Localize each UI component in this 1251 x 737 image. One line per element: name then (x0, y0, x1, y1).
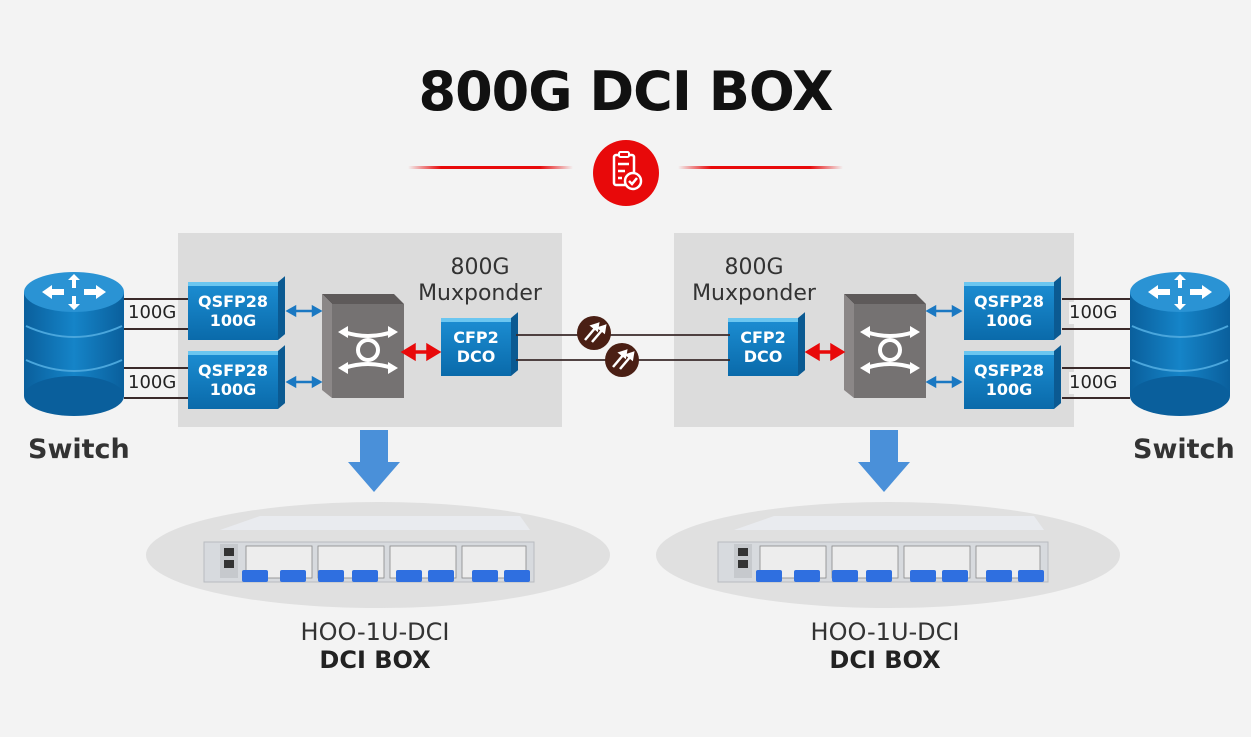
link-wire (124, 328, 188, 330)
right-dci-box-image (717, 516, 1049, 583)
link-wire (1062, 298, 1130, 300)
link-wire (1062, 328, 1130, 330)
right-device-name: DCI BOX (829, 646, 941, 674)
right-muxponder-label: 800G Muxponder (674, 255, 834, 307)
right-switch-icon (1130, 272, 1230, 416)
link-wire (124, 367, 188, 369)
left-device-model: HOO-1U-DCI (300, 618, 450, 646)
module-type: QSFP28 (973, 361, 1045, 380)
amplifier-icon (577, 316, 611, 350)
title-divider-left (408, 166, 573, 169)
module-kind: DCO (743, 347, 783, 366)
module-type: CFP2 (740, 328, 786, 347)
amplifier-icon (605, 343, 639, 377)
link-speed-label: 100G (1069, 372, 1118, 394)
link-speed-label: 100G (128, 302, 177, 324)
module-type: QSFP28 (197, 292, 269, 311)
page-title: 800G DCI BOX (418, 60, 834, 123)
right-device-model: HOO-1U-DCI (810, 618, 960, 646)
module-type: QSFP28 (197, 361, 269, 380)
module-type: QSFP28 (973, 292, 1045, 311)
right-switch-label: Switch (1133, 434, 1235, 465)
left-muxponder-label: 800G Muxponder (400, 255, 560, 307)
link-wire (1062, 367, 1130, 369)
link-speed-label: 100G (128, 372, 177, 394)
muxponder-rate: 800G (450, 255, 510, 280)
left-muxponder-icon (322, 294, 404, 398)
module-type: CFP2 (453, 328, 499, 347)
muxponder-rate: 800G (724, 255, 784, 280)
muxponder-type: Muxponder (418, 281, 542, 306)
left-switch-label: Switch (28, 434, 130, 465)
module-rate: 100G (209, 380, 257, 399)
link-speed-label: 100G (1069, 302, 1118, 324)
clipboard-check-icon (593, 140, 659, 206)
link-wire (1062, 397, 1130, 399)
left-dci-box-image (203, 516, 535, 583)
left-switch-icon (24, 272, 124, 416)
title-divider-right (678, 166, 843, 169)
down-arrow-icon (348, 430, 910, 492)
left-device-name: DCI BOX (319, 646, 431, 674)
muxponder-type: Muxponder (692, 281, 816, 306)
link-wire (124, 397, 188, 399)
module-kind: DCO (456, 347, 496, 366)
link-wire (124, 298, 188, 300)
right-muxponder-icon (844, 294, 926, 398)
module-rate: 100G (985, 380, 1033, 399)
module-rate: 100G (209, 311, 257, 330)
module-rate: 100G (985, 311, 1033, 330)
